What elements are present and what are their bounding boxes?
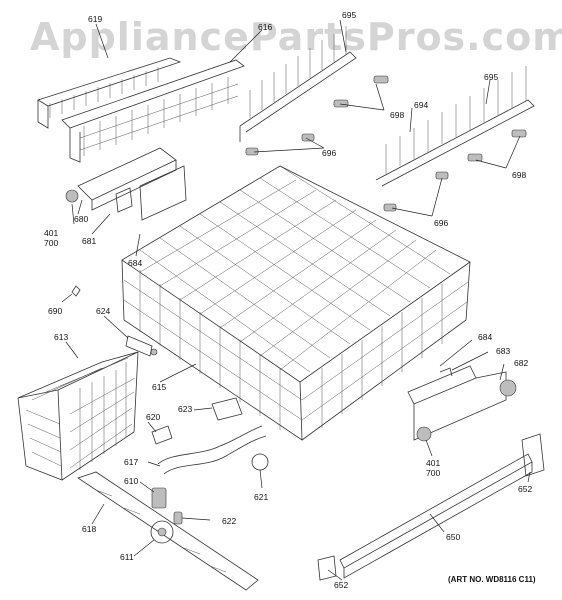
clips-698-696 [245,75,527,212]
label-616: 616 [258,22,272,32]
label-610: 610 [124,476,138,486]
part-652-rail-stops [317,433,545,581]
watermark-text: AppliancePartsPros.com [30,15,562,59]
label-696-lower: 696 [434,218,448,228]
label-620: 620 [146,412,160,422]
part-695-upper-tine-rack [239,26,357,142]
label-617: 617 [124,457,138,467]
label-684-right: 684 [478,332,492,342]
part-622-nut [173,511,183,525]
label-622: 622 [222,516,236,526]
label-621: 621 [254,492,268,502]
label-690: 690 [48,306,62,316]
label-618: 618 [82,524,96,534]
part-682-683-rack-adjuster-right [407,365,517,442]
label-624: 624 [96,306,110,316]
label-694: 694 [414,100,428,110]
part-callout-labels: 619 616 695 695 698 698 694 696 696 680 … [44,10,532,590]
part-690-screw [71,285,81,297]
part-624-stop [125,335,158,357]
part-616-tine-row [61,59,245,163]
label-695-right: 695 [484,72,498,82]
part-618-upper-spray-arm [77,471,259,591]
label-698-right: 698 [512,170,526,180]
label-696-upper: 696 [322,148,336,158]
part-613-silverware-basket [17,351,139,481]
label-682: 682 [514,358,528,368]
label-680: 680 [74,214,88,224]
label-652-bottom: 652 [334,580,348,590]
label-652-right: 652 [518,484,532,494]
part-619-tine-row [37,57,182,129]
label-683: 683 [496,346,510,356]
label-613: 613 [54,332,68,342]
part-680-681-rack-adjuster-left [65,147,187,221]
label-681: 681 [82,236,96,246]
label-700-right: 700 [426,468,440,478]
label-650: 650 [446,532,460,542]
part-694-tine-rack [375,66,535,187]
label-695-upper: 695 [342,10,356,20]
part-650-rail [339,453,533,579]
part-623-clip [211,397,243,421]
leader-lines [61,19,531,581]
art-number: (ART NO. WD8116 C11) [448,575,536,584]
label-623: 623 [178,404,192,414]
label-401-left: 401 [44,228,58,238]
label-684-left: 684 [128,258,142,268]
label-698-upper: 698 [390,110,404,120]
part-620-617-610-621-feed-tube [151,425,269,509]
label-401-right: 401 [426,458,440,468]
label-700-left: 700 [44,238,58,248]
label-619: 619 [88,14,102,24]
part-615-upper-rack-basket [121,165,471,441]
label-611: 611 [120,552,134,562]
label-615: 615 [152,382,166,392]
